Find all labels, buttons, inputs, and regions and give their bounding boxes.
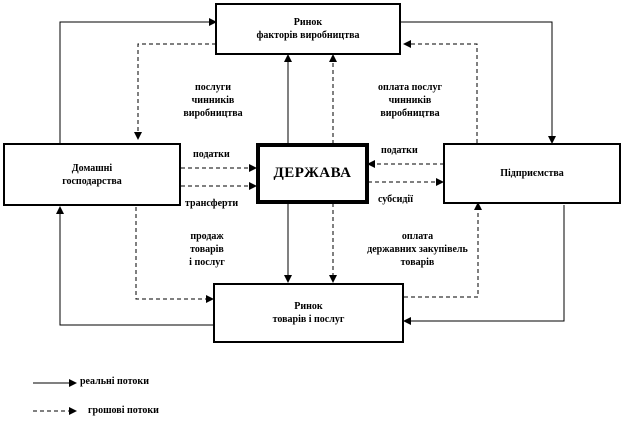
real-flow-goods-market-to-households (56, 206, 216, 326)
state-label: ДЕРЖАВА (273, 165, 352, 181)
label-transfers: трансферти (185, 198, 239, 209)
real-flow-factor-market-to-firms (401, 21, 556, 144)
label-firms-taxes: податки (381, 145, 418, 156)
firms-label: Підприємства (500, 168, 564, 179)
factor-market-box: Ринок факторів виробництва (215, 3, 401, 55)
state-box: ДЕРЖАВА (256, 143, 369, 204)
legend-monetary-flows: грошові потоки (88, 405, 159, 416)
label-subsidies: субсидії (378, 194, 413, 205)
money-flow-firms-to-factor-market (403, 40, 478, 143)
label-households-taxes: податки (193, 149, 230, 160)
real-flow-households-to-factor-market (59, 18, 217, 143)
goods-market-title: Ринок (294, 301, 323, 312)
money-flow-goods-market-to-firms (404, 202, 482, 298)
money-flow-factor-market-to-households (134, 43, 216, 140)
households-box: Домашні господарства (3, 143, 181, 206)
money-flow-households-to-goods-market (135, 207, 214, 303)
firms-box: Підприємства (443, 143, 621, 204)
label-goods-sales: продаж товарів і послуг (189, 231, 225, 268)
factor-market-subtitle: факторів виробництва (256, 30, 360, 41)
label-procurement-payment: оплата державних закупівель товарів (367, 231, 468, 268)
goods-market-subtitle: товарів і послуг (272, 314, 345, 325)
households-title: Домашні (71, 162, 113, 174)
real-flow-firms-to-goods-market (403, 205, 565, 325)
legend-real-flows: реальні потоки (80, 376, 149, 387)
goods-market-box: Ринок товарів і послуг (213, 283, 404, 343)
households-subtitle: господарства (62, 175, 122, 187)
label-factor-services: послуги чинників виробництва (183, 82, 243, 119)
label-factor-payment: оплата послуг чинників виробництва (378, 82, 442, 119)
factor-market-title: Ринок (293, 17, 323, 28)
